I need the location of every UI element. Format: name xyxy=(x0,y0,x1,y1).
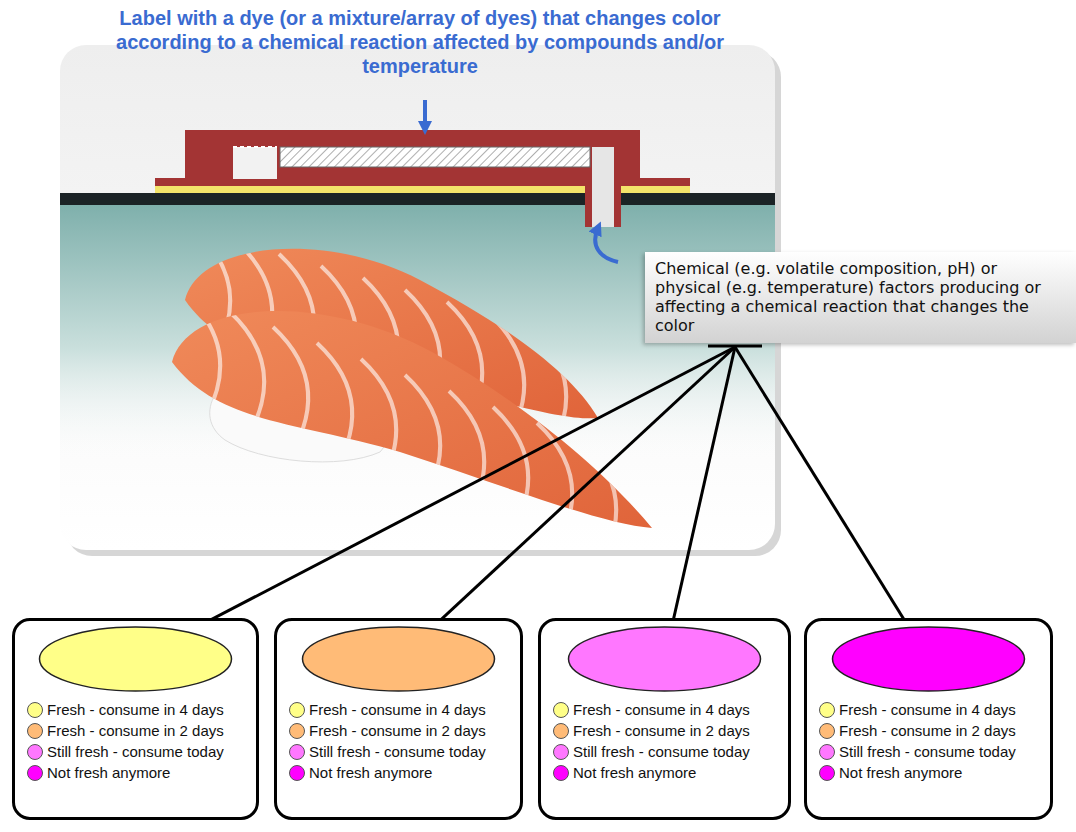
legend-row: Fresh - consume in 4 days xyxy=(15,699,256,720)
color-indicator xyxy=(277,621,520,699)
status-card: Fresh - consume in 4 daysFresh - consume… xyxy=(538,618,791,820)
fat-stripe xyxy=(449,391,484,531)
legend-row: Fresh - consume in 2 days xyxy=(277,720,520,741)
legend-row: Fresh - consume in 2 days xyxy=(807,720,1050,741)
status-text: Fresh - consume in 2 days xyxy=(309,722,486,739)
legend-row: Fresh - consume in 2 days xyxy=(541,720,788,741)
legend-row: Still fresh - consume today xyxy=(541,741,788,762)
color-swatch xyxy=(553,744,569,760)
title: Label with a dye (or a mixture/array of … xyxy=(110,6,730,78)
status-text: Fresh - consume in 4 days xyxy=(573,701,750,718)
callout-text: Chemical (e.g. volatile composition, pH)… xyxy=(655,259,1066,335)
status-text: Fresh - consume in 2 days xyxy=(839,722,1016,739)
color-swatch xyxy=(819,744,835,760)
legend-row: Not fresh anymore xyxy=(277,762,520,783)
connector-arrow xyxy=(665,347,736,659)
status-text: Fresh - consume in 4 days xyxy=(47,701,224,718)
color-indicator xyxy=(807,621,1050,699)
fat-stripes xyxy=(185,295,660,595)
indicator-ellipse xyxy=(833,627,1025,691)
status-text: Fresh - consume in 4 days xyxy=(839,701,1016,718)
pointer-arrow xyxy=(595,228,618,262)
indicator-ellipse xyxy=(40,627,232,691)
color-swatch xyxy=(553,765,569,781)
indicator-ellipse xyxy=(303,627,495,691)
legend-row: Still fresh - consume today xyxy=(807,741,1050,762)
legend-row: Still fresh - consume today xyxy=(277,741,520,762)
label-section xyxy=(155,130,690,227)
window-edge xyxy=(233,146,277,148)
status-text: Not fresh anymore xyxy=(47,764,170,781)
pointer-arrow xyxy=(423,100,427,128)
status-text: Fresh - consume in 2 days xyxy=(573,722,750,739)
package-film xyxy=(60,193,775,205)
fat-stripe xyxy=(185,295,220,435)
connector-arrow xyxy=(136,347,736,659)
adhesive xyxy=(155,185,585,193)
legend-row: Fresh - consume in 2 days xyxy=(15,720,256,741)
legend-row: Not fresh anymore xyxy=(541,762,788,783)
fat-stripe xyxy=(317,343,352,483)
fat-stripe xyxy=(405,375,440,515)
connector-arrow xyxy=(735,347,929,659)
fat-stripe xyxy=(493,407,528,547)
label-body xyxy=(185,130,640,180)
legend-row: Not fresh anymore xyxy=(15,762,256,783)
status-text: Not fresh anymore xyxy=(839,764,962,781)
color-swatch xyxy=(27,765,43,781)
channel-wall xyxy=(614,178,621,227)
legend-row: Fresh - consume in 4 days xyxy=(807,699,1050,720)
legend-row: Fresh - consume in 4 days xyxy=(541,699,788,720)
status-card: Fresh - consume in 4 daysFresh - consume… xyxy=(274,618,523,820)
color-swatch xyxy=(27,723,43,739)
color-swatch xyxy=(289,702,305,718)
color-swatch xyxy=(553,723,569,739)
channel xyxy=(592,147,614,227)
color-indicator xyxy=(541,621,788,699)
status-card: Fresh - consume in 4 daysFresh - consume… xyxy=(804,618,1053,820)
color-swatch xyxy=(289,723,305,739)
callout-box: Chemical (e.g. volatile composition, pH)… xyxy=(645,252,1076,343)
color-swatch xyxy=(289,744,305,760)
legend-row: Fresh - consume in 4 days xyxy=(277,699,520,720)
legend-row: Not fresh anymore xyxy=(807,762,1050,783)
color-swatch xyxy=(819,765,835,781)
dye-layer xyxy=(280,147,590,167)
channel-wall xyxy=(585,178,592,227)
status-card: Fresh - consume in 4 daysFresh - consume… xyxy=(12,618,259,820)
adhesive xyxy=(620,185,690,193)
legend-row: Still fresh - consume today xyxy=(15,741,256,762)
fat-stripe xyxy=(537,423,572,563)
fat-stripe xyxy=(361,359,396,499)
status-text: Fresh - consume in 4 days xyxy=(309,701,486,718)
status-text: Not fresh anymore xyxy=(309,764,432,781)
color-swatch xyxy=(553,702,569,718)
status-text: Not fresh anymore xyxy=(573,764,696,781)
fat-stripe xyxy=(229,311,264,451)
window xyxy=(233,147,277,179)
status-text: Still fresh - consume today xyxy=(47,743,224,760)
indicator-ellipse xyxy=(569,627,761,691)
salmon-sushi xyxy=(172,230,660,595)
connector-arrow xyxy=(399,347,736,659)
status-text: Still fresh - consume today xyxy=(573,743,750,760)
color-swatch xyxy=(289,765,305,781)
color-swatch xyxy=(819,702,835,718)
fat-stripe xyxy=(625,455,660,595)
status-text: Still fresh - consume today xyxy=(839,743,1016,760)
fat-stripe xyxy=(273,327,308,467)
color-swatch xyxy=(819,723,835,739)
status-text: Fresh - consume in 2 days xyxy=(47,722,224,739)
color-swatch xyxy=(27,744,43,760)
status-text: Still fresh - consume today xyxy=(309,743,486,760)
color-swatch xyxy=(27,702,43,718)
color-indicator xyxy=(15,621,256,699)
salmon-slice xyxy=(172,311,652,528)
